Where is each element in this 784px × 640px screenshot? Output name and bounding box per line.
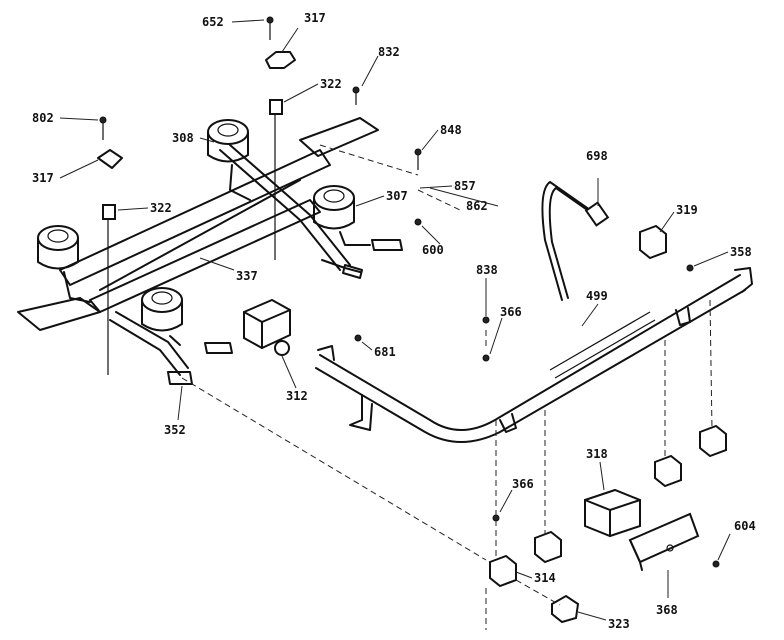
label-862: 862 [466,199,488,213]
label-314: 314 [534,571,556,585]
screws-top [99,16,422,226]
valve-cover-bracket [628,512,700,571]
label-832: 832 [378,45,400,59]
label-838: 838 [476,263,498,277]
label-337: 337 [236,269,258,283]
label-318: 318 [586,447,608,461]
label-322-top: 322 [320,77,342,91]
bracket-clips [97,51,296,169]
burner-valves [489,224,727,588]
burner-rear-right [313,185,371,246]
valve-switch-block [584,488,641,538]
label-319: 319 [676,203,698,217]
label-857: 857 [454,179,476,193]
label-848: 848 [440,123,462,137]
label-322-left: 322 [150,201,172,215]
label-499: 499 [586,289,608,303]
label-600: 600 [422,243,444,257]
label-308: 308 [172,131,194,145]
label-317-left: 317 [32,171,54,185]
part-labels: 652 317 832 322 802 308 848 317 322 307 … [32,11,756,631]
burner-air-shutters [167,239,403,385]
burner-front-left [37,225,91,303]
label-681: 681 [374,345,396,359]
leader-lines [59,19,731,621]
label-366-bottom: 366 [512,477,534,491]
ignition-electrodes [102,99,283,375]
burner-rear-left [207,119,251,201]
label-652: 652 [202,15,224,29]
label-366-top: 366 [500,305,522,319]
label-698: 698 [586,149,608,163]
label-358: 358 [730,245,752,259]
label-802: 802 [32,111,54,125]
label-604: 604 [734,519,756,533]
gas-regulator [243,298,291,356]
burner-front-right [141,287,183,346]
orifice-holders [354,264,720,568]
gas-manifold-pipe [315,181,753,443]
label-323: 323 [608,617,630,631]
label-312: 312 [286,389,308,403]
label-317-top: 317 [304,11,326,25]
label-368: 368 [656,603,678,617]
hidden-lines [181,144,713,630]
hose-connector [551,594,580,624]
label-352: 352 [164,423,186,437]
label-307: 307 [386,189,408,203]
